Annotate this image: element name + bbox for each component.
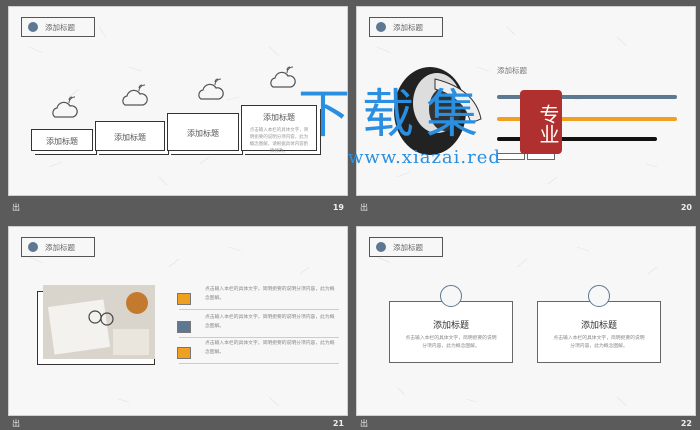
books-image bbox=[394, 67, 482, 155]
watermark-url: www.xiazai.red bbox=[348, 147, 501, 168]
chart-icon bbox=[177, 321, 191, 333]
slide-header: 添加标题 bbox=[369, 237, 443, 257]
step-3: 添加标题 bbox=[167, 113, 239, 151]
step-label: 添加标题 bbox=[114, 133, 146, 142]
divider bbox=[179, 309, 339, 310]
footer-mark: 出 bbox=[12, 202, 20, 212]
header-dot-icon bbox=[28, 242, 38, 252]
paper-texture bbox=[376, 246, 658, 407]
user-icon bbox=[440, 285, 462, 307]
slide-thumbnail-22[interactable]: 添加标题 添加标题 点击输入本栏的具体文字，简明扼要的说明分项内容，此为概念图解… bbox=[356, 226, 696, 416]
divider bbox=[179, 363, 339, 364]
cloud-wifi-icon bbox=[52, 96, 78, 118]
footer-mark: 出 bbox=[360, 418, 368, 428]
header-text: 添加标题 bbox=[393, 22, 423, 32]
header-text: 添加标题 bbox=[393, 242, 423, 252]
step-label: 添加标题 bbox=[187, 129, 219, 138]
step-label: 添加标题 bbox=[46, 137, 78, 146]
divider bbox=[179, 337, 339, 338]
slide-number: 19 bbox=[332, 202, 344, 212]
step-2: 添加标题 bbox=[95, 121, 165, 151]
info-card-1: 添加标题 点击输入本栏的具体文字，简明扼要的说明分项内容，此为概念图解。 bbox=[389, 301, 513, 363]
progress-bar-blue bbox=[497, 95, 677, 99]
watermark-text: 下载集 bbox=[298, 85, 491, 145]
card-title: 添加标题 bbox=[580, 321, 617, 331]
chart-icon bbox=[177, 347, 191, 359]
watermark: 下载集 专业 www.xiazai.red bbox=[298, 68, 588, 176]
label-pill bbox=[497, 153, 525, 160]
header-text: 添加标题 bbox=[45, 242, 75, 252]
slide-thumbnail-20[interactable]: 添加标题 添加标题 bbox=[356, 6, 696, 196]
slide-footer-19: 出 19 bbox=[8, 198, 348, 216]
slide-footer-22: 出 22 bbox=[356, 414, 696, 430]
user-icon bbox=[588, 285, 610, 307]
slide-number: 21 bbox=[332, 418, 344, 428]
footer-mark: 出 bbox=[12, 418, 20, 428]
item-text: 点击输入本栏的具体文字，简明扼要的说明分项内容，此为概念图解。 bbox=[205, 287, 335, 301]
step-description: 点击输入本栏的具体文字，简明扼要的说明分项内容，此为概念图解，请根据具体内容酌情… bbox=[249, 128, 309, 154]
slide-number: 20 bbox=[680, 202, 692, 212]
progress-bar-black bbox=[497, 137, 657, 141]
step-1: 添加标题 bbox=[31, 129, 93, 151]
header-dot-icon bbox=[376, 22, 386, 32]
item-text: 点击输入本栏的具体文字，简明扼要的说明分项内容，此为概念图解。 bbox=[205, 315, 335, 329]
stamp-text: 专业 bbox=[536, 104, 560, 144]
slide-subtitle: 添加标题 bbox=[497, 66, 527, 75]
header-text: 添加标题 bbox=[45, 22, 75, 32]
progress-bar-orange bbox=[497, 117, 677, 121]
header-dot-icon bbox=[28, 22, 38, 32]
slide-thumbnail-19[interactable]: 添加标题 添加标题 添加标题 添加标题 添加标题点击输入本栏的具体文字，简明扼要… bbox=[8, 6, 348, 196]
chart-icon bbox=[177, 293, 191, 305]
slide-header: 添加标题 bbox=[369, 17, 443, 37]
item-text: 点击输入本栏的具体文字，简明扼要的说明分项内容，此为概念图解。 bbox=[205, 341, 335, 355]
card-title: 添加标题 bbox=[432, 321, 469, 331]
slide-footer-20: 出 20 bbox=[356, 198, 696, 216]
step-4: 添加标题点击输入本栏的具体文字，简明扼要的说明分项内容，此为概念图解，请根据具体… bbox=[241, 105, 317, 154]
cloud-wifi-icon bbox=[270, 66, 296, 88]
slide-header: 添加标题 bbox=[21, 237, 95, 257]
card-desc: 点击输入本栏的具体文字，简明扼要的说明分项内容，此为概念图解。 bbox=[553, 336, 645, 349]
slide-footer-21: 出 21 bbox=[8, 414, 348, 430]
info-card-2: 添加标题 点击输入本栏的具体文字，简明扼要的说明分项内容，此为概念图解。 bbox=[537, 301, 661, 363]
cloud-wifi-icon bbox=[122, 84, 148, 106]
watermark-stamp: 专业 bbox=[520, 90, 562, 154]
header-dot-icon bbox=[376, 242, 386, 252]
footer-mark: 出 bbox=[360, 202, 368, 212]
cloud-wifi-icon bbox=[198, 78, 224, 100]
card-desc: 点击输入本栏的具体文字，简明扼要的说明分项内容，此为概念图解。 bbox=[405, 336, 497, 349]
desk-photo bbox=[43, 285, 155, 359]
slide-thumbnail-21[interactable]: 添加标题 点击输入本栏的具体文字，简明扼要的说明分项内容，此为概念图解。 点击输… bbox=[8, 226, 348, 416]
slide-header: 添加标题 bbox=[21, 17, 95, 37]
slide-number: 22 bbox=[680, 418, 692, 428]
paper-texture bbox=[28, 246, 310, 407]
step-label: 添加标题 bbox=[263, 113, 295, 122]
